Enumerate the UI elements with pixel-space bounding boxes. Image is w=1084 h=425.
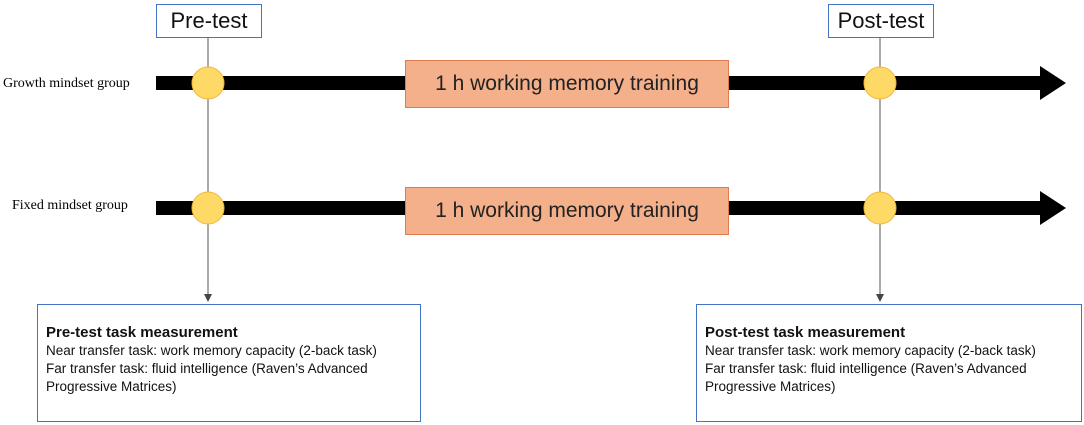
fixed-training-box: 1 h working memory training — [405, 187, 729, 235]
growth-timeline-arrowhead — [1040, 66, 1066, 100]
growth-mindset-group-label: Growth mindset group — [3, 76, 130, 91]
post-test-label: Post-test — [828, 4, 934, 38]
post-test-far-transfer-line2: Progressive Matrices) — [705, 379, 836, 394]
pre-test-far-transfer-line2: Progressive Matrices) — [46, 379, 177, 394]
post-test-measurement-box: Post-test task measurement Near transfer… — [696, 304, 1082, 422]
pre-test-far-transfer-line1: Far transfer task: fluid intelligence (R… — [46, 361, 368, 376]
pre-test-measurement-title: Pre-test task measurement — [46, 324, 238, 341]
growth-training-box: 1 h working memory training — [405, 60, 729, 108]
pre-test-near-transfer: Near transfer task: work memory capacity… — [46, 343, 377, 358]
post-test-far-transfer-line1: Far transfer task: fluid intelligence (R… — [705, 361, 1027, 376]
pre-test-label: Pre-test — [156, 4, 262, 38]
fixed-timeline-arrowhead — [1040, 191, 1066, 225]
growth-pre-test-node — [191, 66, 225, 100]
growth-post-test-node — [863, 66, 897, 100]
pre-test-connector-arrowhead — [204, 294, 212, 302]
post-test-connector-arrowhead — [876, 294, 884, 302]
fixed-mindset-group-label: Fixed mindset group — [12, 198, 128, 213]
post-test-measurement-title: Post-test task measurement — [705, 324, 906, 341]
post-test-near-transfer: Near transfer task: work memory capacity… — [705, 343, 1036, 358]
fixed-pre-test-node — [191, 191, 225, 225]
pre-test-measurement-box: Pre-test task measurement Near transfer … — [37, 304, 421, 422]
fixed-post-test-node — [863, 191, 897, 225]
